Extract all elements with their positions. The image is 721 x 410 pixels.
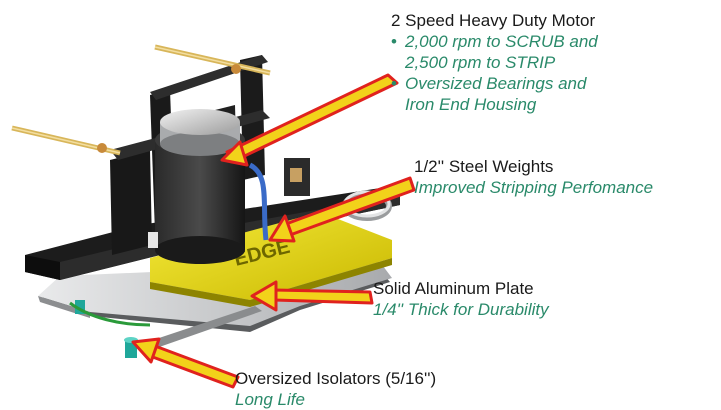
weights-heading: 1/2'' Steel Weights bbox=[414, 157, 554, 176]
plate-heading: Solid Aluminum Plate bbox=[373, 279, 534, 298]
motor-bullet-1-cont: 2,500 rpm to STRIP bbox=[405, 53, 556, 72]
switch-box bbox=[284, 158, 310, 196]
motor-bullet-2: •Oversized Bearings and bbox=[391, 74, 587, 93]
plate-detail: 1/4'' Thick for Durability bbox=[373, 300, 549, 319]
arrow-plate bbox=[272, 288, 374, 305]
callout-arrows bbox=[131, 73, 416, 389]
power-cable bbox=[248, 162, 269, 241]
side-rail bbox=[138, 306, 262, 352]
weights-callout: 1/2'' Steel Weights Improved Stripping P… bbox=[414, 156, 653, 198]
leveling-rods bbox=[11, 44, 271, 156]
arrow-isolators bbox=[148, 344, 240, 389]
motor-bullet-1: •2,000 rpm to SCRUB and bbox=[391, 32, 598, 51]
motor-bullet-2-cont: Iron End Housing bbox=[405, 95, 537, 114]
plate-callout: Solid Aluminum Plate 1/4'' Thick for Dur… bbox=[373, 278, 549, 320]
isolators-detail: Long Life bbox=[235, 390, 305, 409]
trim-strip bbox=[69, 301, 151, 327]
motor bbox=[148, 109, 245, 264]
arrow-weights-head bbox=[268, 214, 296, 243]
arrow-isolators-head bbox=[131, 337, 161, 364]
motor-callout: 2 Speed Heavy Duty Motor •2,000 rpm to S… bbox=[391, 10, 598, 115]
isolators-callout: Oversized Isolators (5/16'') Long Life bbox=[235, 368, 436, 410]
motor-heading: 2 Speed Heavy Duty Motor bbox=[391, 11, 596, 30]
weights-detail: Improved Stripping Perfomance bbox=[414, 178, 654, 197]
arrow-plate-head bbox=[250, 280, 278, 312]
isolators-heading: Oversized Isolators (5/16'') bbox=[235, 369, 437, 388]
arrow-motor-head bbox=[220, 140, 249, 167]
